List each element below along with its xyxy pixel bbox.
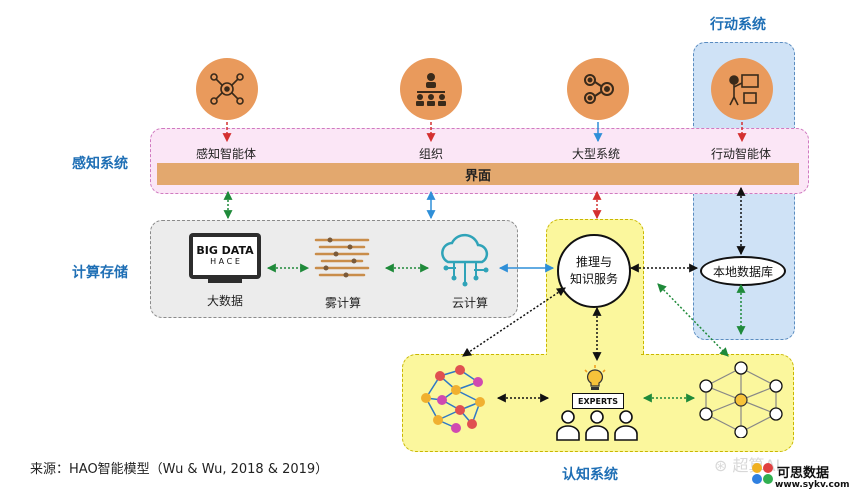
hace-logo-text: H A C E (210, 257, 240, 266)
site-logo-mark (752, 463, 774, 485)
big-data-monitor-icon: BIG DATA H A C E (189, 233, 261, 279)
site-name: 可思数据 (777, 466, 830, 481)
experts-label: EXPERTS (578, 396, 618, 406)
reasoning-knowledge-label: 推理与 知识服务 (569, 255, 618, 286)
experts-tag: EXPERTS (572, 393, 624, 409)
local-database-node: 本地数据库 (700, 256, 786, 286)
local-database-label: 本地数据库 (712, 264, 773, 279)
monitor-stand (208, 279, 242, 283)
action-agent-label: 行动智能体 (711, 147, 772, 161)
neural-network-icon (421, 365, 485, 433)
site-url: www.sykv.com (775, 480, 850, 490)
action-agent-icon (711, 58, 773, 120)
perception-section-title: 感知系统 (72, 156, 128, 172)
interface-label: 界面 (464, 168, 491, 184)
experts-people-icon (556, 410, 638, 441)
fog-computing-icon (314, 237, 370, 278)
action-section-title: 行动系统 (710, 17, 766, 33)
fog-computing-label: 雾计算 (325, 296, 362, 310)
experts-lightbulb-icon (584, 365, 606, 390)
organization-icon (400, 58, 462, 120)
interface-bar: 界面 (157, 163, 799, 185)
organization-label: 组织 (419, 147, 444, 161)
compute-section-title: 计算存储 (72, 265, 128, 281)
large-system-gears-icon (567, 58, 629, 120)
cognition-section-title: 认知系统 (562, 467, 618, 483)
source-caption: 来源：HAO智能模型（Wu & Wu, 2018 & 2019） (30, 462, 329, 477)
perception-agent-label: 感知智能体 (196, 147, 257, 161)
wechat-icon: ⊛ (714, 456, 728, 475)
big-data-logo-text: BIG DATA (196, 244, 254, 257)
cloud-computing-icon (441, 233, 489, 287)
people-network-icon (699, 361, 783, 438)
perception-agent-icon (196, 58, 258, 120)
large-system-label: 大型系统 (572, 147, 621, 161)
big-data-label: 大数据 (207, 294, 244, 308)
